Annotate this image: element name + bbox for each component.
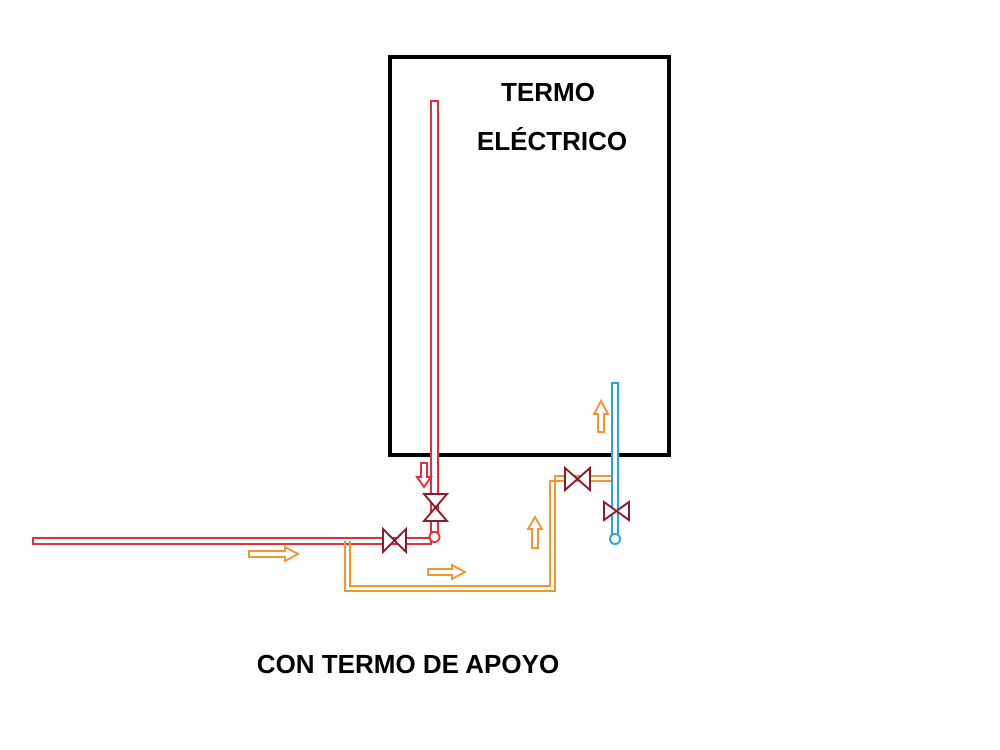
heater-title-line1: TERMO: [501, 77, 595, 107]
hot-inlet-pipe: [428, 100, 441, 543]
valve-icon[interactable]: [421, 493, 450, 522]
diagram-caption: CON TERMO DE APOYO: [257, 649, 559, 679]
flow-arrow-icon: [415, 462, 433, 489]
valve-icon[interactable]: [382, 526, 407, 555]
electric-heater-tank: [388, 55, 671, 457]
cold-outlet-pipe: [609, 382, 621, 545]
flow-arrow-icon: [427, 563, 468, 581]
flow-arrow-icon: [592, 398, 610, 433]
flow-arrow-icon: [248, 545, 301, 563]
flow-arrow-icon: [526, 515, 544, 549]
valve-icon[interactable]: [564, 465, 591, 493]
heater-title-line2: ELÉCTRICO: [477, 126, 627, 156]
valve-icon[interactable]: [603, 500, 630, 522]
hot-supply-pipe: [32, 537, 432, 545]
